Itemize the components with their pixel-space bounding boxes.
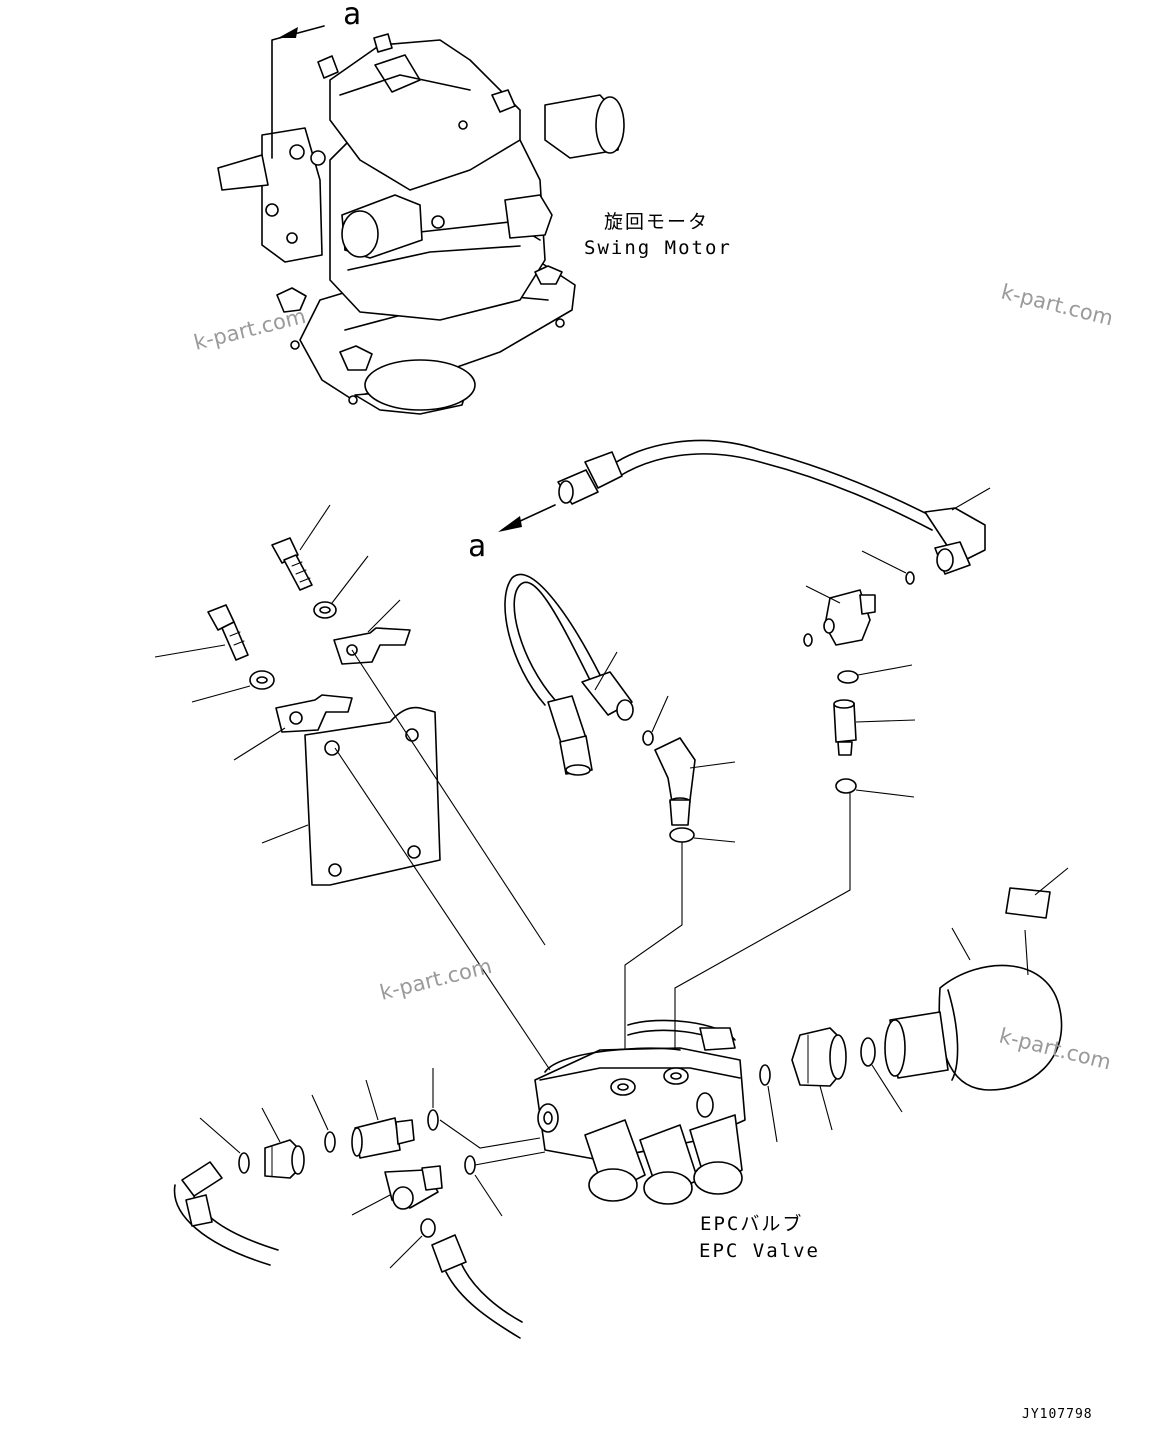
ref-a-hose-label: a — [468, 529, 486, 564]
epc-valve-label-en: EPC Valve — [699, 1240, 820, 1262]
ref-a-top-label: a — [343, 0, 361, 32]
epc-valve-label-jp: EPCバルブ — [700, 1212, 803, 1235]
o-ring-epc-right — [759, 1064, 778, 1143]
swing-motor-label-en: Swing Motor — [584, 237, 732, 259]
clamp-1 — [333, 599, 411, 665]
o-ring-left-2 — [311, 1094, 336, 1153]
elbow-fitting-center — [654, 737, 736, 826]
reference-arrow-a-hose: a — [468, 504, 556, 564]
o-ring-lower-1 — [464, 1151, 546, 1217]
o-ring-lower-2 — [389, 1218, 436, 1269]
elbow-fitting-lower — [351, 1165, 443, 1216]
bolt-1 — [271, 504, 331, 591]
hose-lower — [431, 1234, 523, 1339]
watermark-3: k-part.com — [377, 954, 494, 1005]
o-ring-right-2 — [674, 778, 915, 1068]
swing-motor — [217, 33, 625, 415]
reference-arrow-a-top: a — [271, 0, 361, 159]
swing-motor-label-jp: 旋回モータ — [604, 211, 709, 233]
o-ring-left-3 — [199, 1117, 250, 1174]
o-ring-center-1 — [642, 695, 669, 746]
watermark-2: k-part.com — [999, 280, 1116, 331]
center-hose — [504, 573, 634, 776]
epc-valve — [534, 1019, 746, 1205]
o-ring-right-small — [803, 633, 813, 647]
adapter-left — [351, 1079, 415, 1159]
o-ring-right-small-top — [861, 550, 915, 585]
fitting-left — [261, 1107, 305, 1179]
elbow-fitting-right — [805, 585, 876, 646]
washer-1 — [313, 555, 369, 619]
o-ring-accumulator — [860, 1037, 903, 1113]
o-ring-left-1 — [427, 1068, 541, 1149]
adapter-right — [833, 699, 916, 756]
washer-2 — [191, 670, 275, 703]
watermark-1: k-part.com — [191, 304, 308, 355]
clamp-2 — [233, 694, 353, 761]
accumulator — [884, 867, 1069, 1091]
cover-plate — [261, 649, 551, 1071]
hose-left — [173, 1161, 279, 1266]
bolt-2 — [154, 604, 249, 661]
fitting-accumulator — [791, 1027, 847, 1131]
o-ring-right-1 — [837, 664, 913, 684]
o-ring-center-2 — [624, 827, 736, 1068]
drawing-code: JY107798 — [1022, 1407, 1093, 1422]
hose-to-swing-motor — [557, 439, 991, 575]
